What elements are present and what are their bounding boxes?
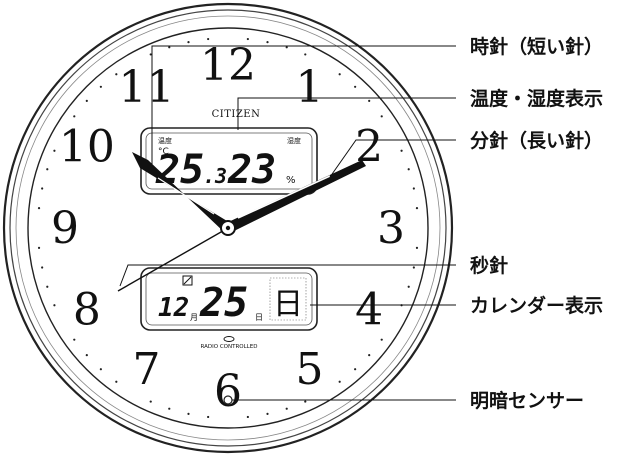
minute-dot (266, 412, 269, 415)
minute-hand (224, 160, 366, 232)
minute-dot (37, 246, 41, 249)
minute-dot (246, 37, 249, 41)
numeral-8: 8 (73, 285, 101, 336)
callout-hour-hand: 時針（短い針） (470, 35, 603, 58)
numeral-10: 10 (59, 122, 115, 173)
minute-dot (115, 73, 118, 76)
minute-dot (338, 73, 341, 76)
day-label: 日 (255, 313, 263, 322)
minute-dot (149, 53, 152, 56)
humidity-label: 湿度 (287, 136, 301, 145)
day-value: 25 (199, 280, 248, 326)
minute-dot (46, 168, 49, 171)
minute-dot (380, 115, 383, 118)
minute-dot (246, 415, 249, 419)
hour-hand (132, 152, 232, 232)
minute-dot (368, 99, 371, 102)
temperature-decimal: .3 (203, 164, 227, 188)
humidity-value: 23 (227, 147, 276, 193)
minute-dot (46, 285, 49, 288)
month-value: 12 (158, 293, 189, 323)
minute-dot (99, 368, 102, 371)
numeral-5: 5 (296, 344, 324, 395)
numeral-4: 4 (355, 285, 383, 336)
minute-dot (187, 41, 190, 44)
minute-dot (285, 407, 288, 410)
minute-dot (53, 149, 56, 152)
minute-dot (99, 85, 102, 88)
callout-temp-humidity: 温度・湿度表示 (470, 87, 603, 110)
minute-dot (85, 99, 88, 102)
minute-dot (149, 400, 152, 403)
minute-dot (115, 380, 118, 383)
light-sensor (223, 395, 233, 405)
numeral-6: 6 (214, 366, 242, 417)
callout-leaders (119, 45, 456, 401)
minute-dot (407, 285, 410, 288)
weekday-value: 日 (273, 287, 303, 322)
minute-dot (207, 37, 210, 41)
minute-dot (266, 41, 269, 44)
numeral-11: 11 (119, 62, 175, 113)
callout-second-hand: 秒針 (470, 254, 508, 277)
minute-dot (285, 46, 288, 49)
temp-unit: °C (158, 147, 169, 157)
temp-humidity-display: 温度 °C 25 .3 湿度 23 % (140, 127, 318, 195)
minute-dot (73, 115, 76, 118)
minute-dot (53, 304, 56, 307)
minute-dot (304, 400, 307, 403)
temperature-value: 25 (155, 147, 204, 193)
minute-markers (37, 37, 419, 419)
humidity-unit: % (286, 175, 296, 186)
calendar-display: 12 月 25 日 日 (140, 267, 318, 331)
temp-label: 温度 (158, 136, 172, 145)
minute-dot (168, 407, 171, 410)
minute-dot (338, 380, 341, 383)
callout-calendar: カレンダー表示 (470, 294, 603, 317)
callout-light-sensor: 明暗センサー (470, 389, 584, 412)
minute-dot (85, 354, 88, 357)
minute-dot (41, 187, 44, 190)
minute-dot (168, 46, 171, 49)
minute-dot (368, 354, 371, 357)
minute-dot (412, 187, 415, 190)
minute-dot (41, 266, 44, 269)
clock-hands (117, 152, 366, 292)
radio-signal-icon (182, 275, 193, 286)
minute-dot (304, 53, 307, 56)
numeral-7: 7 (133, 344, 161, 395)
minute-dot (415, 246, 419, 249)
minute-dot (207, 415, 210, 419)
minute-dot (73, 338, 76, 341)
month-label: 月 (190, 313, 198, 322)
numeral-12: 12 (200, 40, 256, 91)
numeral-3: 3 (377, 203, 405, 254)
callout-minute-hand: 分針（長い針） (470, 129, 603, 152)
numeral-9: 9 (51, 203, 79, 254)
numeral-1: 1 (296, 62, 324, 113)
brand-name: CITIZEN (212, 109, 261, 120)
minute-dot (37, 207, 41, 210)
minute-dot (187, 412, 190, 415)
minute-dot (400, 149, 403, 152)
second-hand (117, 227, 229, 292)
radio-controlled-label: RADIO CONTROLLED (201, 344, 258, 350)
minute-dot (415, 207, 419, 210)
minute-dot (354, 85, 357, 88)
minute-dot (354, 368, 357, 371)
minute-dot (380, 338, 383, 341)
radio-controlled-emblem: RADIO CONTROLLED (201, 336, 258, 350)
minute-dot (407, 168, 410, 171)
minute-dot (412, 266, 415, 269)
